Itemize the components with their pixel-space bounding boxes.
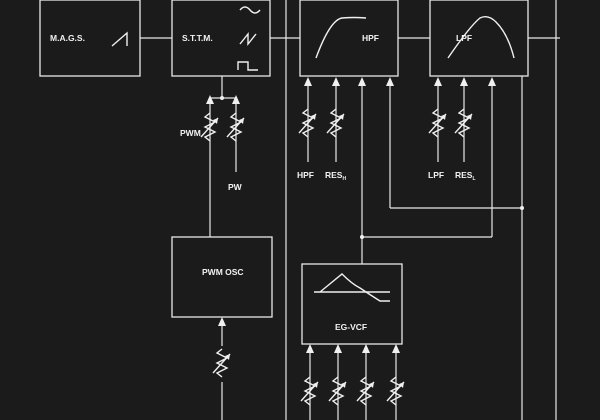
- module-pwm-osc: PWM OSC: [171, 236, 273, 318]
- sawtooth-wave-icon: [111, 31, 128, 47]
- square-wave-icon: [237, 61, 258, 71]
- arrow-eg-r: [392, 344, 400, 353]
- control-label-res-h-sub: H: [342, 176, 346, 182]
- module-eg-vcf: EG-VCF: [301, 263, 403, 345]
- module-lpf: LPF: [429, 0, 529, 77]
- control-label-res-l-main: RES: [455, 170, 473, 180]
- arrow-osc-rate: [218, 317, 226, 326]
- control-label-res-l-sub: L: [472, 176, 475, 182]
- module-sttm: S.T.T.M.: [171, 0, 271, 77]
- control-label-lpf: LPF: [428, 170, 444, 180]
- arrow-pwm: [206, 95, 214, 104]
- arrow-eg-a: [306, 344, 314, 353]
- module-sttm-label: S.T.T.M.: [182, 33, 213, 43]
- arrow-eg-s: [362, 344, 370, 353]
- control-label-pw: PW: [228, 182, 243, 192]
- arrow-eg-hpf-2: [386, 77, 394, 86]
- control-label-res-h: RESH: [325, 170, 346, 182]
- envelope-curve-icon: [319, 273, 390, 302]
- junction-lpf-return: [520, 206, 524, 210]
- arrow-resl-cv: [460, 77, 468, 86]
- sine-wave-icon: [239, 6, 261, 14]
- module-hpf-label: HPF: [362, 33, 379, 43]
- arrow-eg-d: [334, 344, 342, 353]
- control-label-res-l: RESL: [455, 170, 476, 182]
- control-labels: PWM PW HPF RESH LPF RESL: [180, 128, 476, 192]
- junction-pwm: [220, 96, 224, 100]
- control-label-pwm: PWM: [180, 128, 201, 138]
- highpass-curve-icon: [315, 16, 367, 59]
- arrow-eg-hpf: [358, 77, 366, 86]
- potentiometer-icon: [212, 348, 231, 378]
- arrow-eg-lpf: [488, 77, 496, 86]
- input-arrows: [206, 77, 496, 353]
- junction-eg: [360, 235, 364, 239]
- control-label-hpf: HPF: [297, 170, 314, 180]
- sawtooth-wave-icon: [239, 32, 257, 46]
- bandpass-curve-icon: [447, 15, 515, 59]
- module-lpf-label: LPF: [456, 33, 472, 43]
- arrow-pw: [232, 95, 240, 104]
- module-mags-label: M.A.G.S.: [50, 33, 85, 43]
- control-label-res-h-main: RES: [325, 170, 343, 180]
- arrow-lpf-cv: [434, 77, 442, 86]
- module-eg-vcf-label: EG-VCF: [335, 322, 367, 332]
- signal-wires: [140, 0, 560, 420]
- arrow-hpf-cv: [304, 77, 312, 86]
- module-hpf: HPF: [299, 0, 399, 77]
- module-pwm-osc-label: PWM OSC: [202, 267, 244, 277]
- arrow-resh-cv: [332, 77, 340, 86]
- module-mags: M.A.G.S.: [39, 0, 141, 77]
